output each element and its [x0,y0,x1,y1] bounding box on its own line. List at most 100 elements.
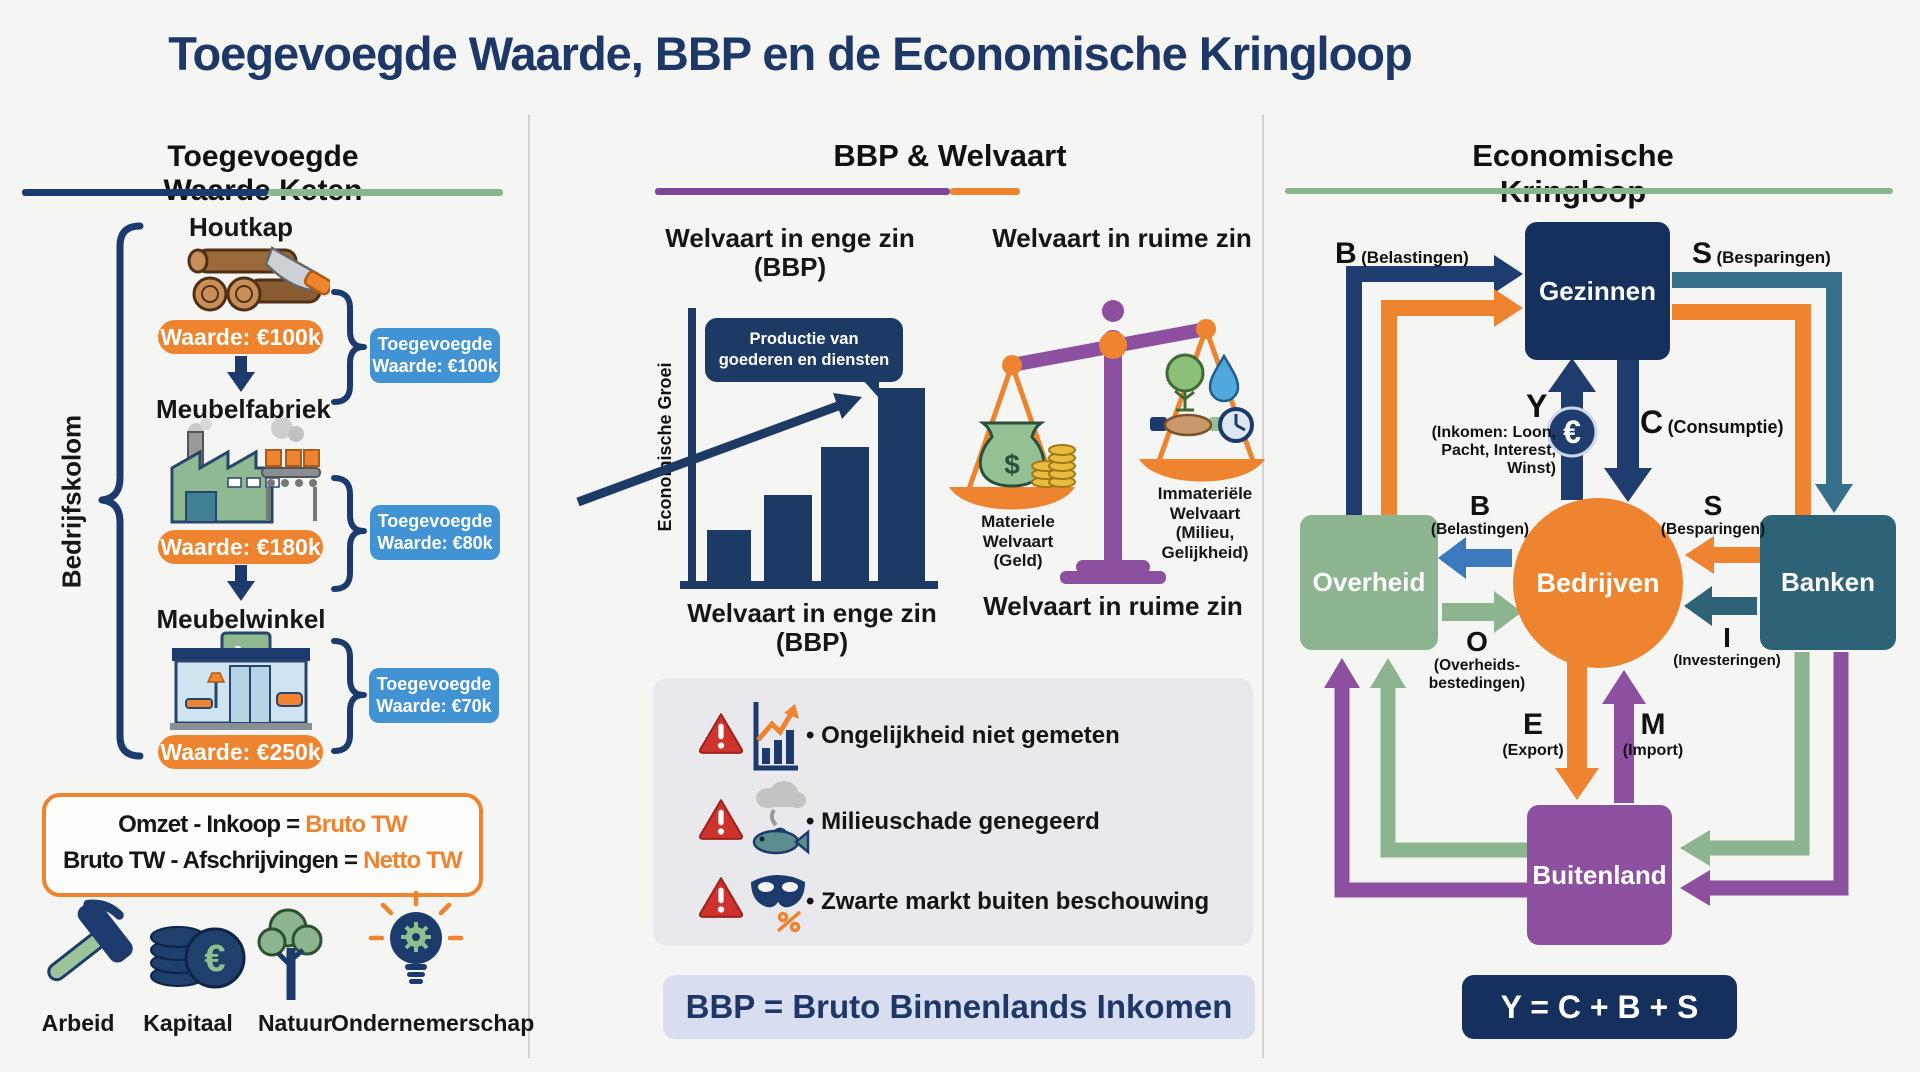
income-identity-formula: Y = C + B + S [1462,975,1737,1039]
entrepreneurship-bulb-icon [368,890,464,984]
welfare-balance-scale: $ [949,300,1265,584]
flow-desc: (Consumptie) [1667,417,1784,437]
flow-letter: O [1466,626,1488,657]
warning-3-text: • Zwarte markt buiten beschouwing [806,888,1210,915]
stage-meubelfabriek-label: Meubelfabriek [156,394,331,424]
flow-m-label: M (Import) [1610,708,1696,760]
flow-i-label: I (Investeringen) [1664,622,1790,670]
bbp-limitations-panel [653,678,1253,946]
chart-axis-label: Economische Groei [655,362,675,531]
bar-1 [707,530,751,585]
node-gezinnen: Gezinnen [1525,222,1670,360]
bar-2 [764,495,812,585]
broad-welfare-caption: Welvaart in ruime zin [983,591,1243,621]
flow-s-mid-label: S (Besparingen) [1656,490,1770,539]
flow-y-letter: Y [1526,388,1548,424]
formula-line1-highlight: Bruto TW [305,811,407,838]
bbp-income-formula: BBP = Bruto Binnenlands Inkomen [663,975,1255,1039]
tw-formula-line2: Bruto TW - Afschrijvingen = Netto TW [46,849,479,873]
meubelwinkel-value-pill: Waarde: €250k [158,735,323,769]
trend-arrow [576,401,840,507]
dollar-glyph: $ [1004,449,1020,480]
flow-desc: (Overheids- [1433,657,1521,675]
euro-glyph: € [1563,414,1581,450]
added-value-box-1: Toegevoegde Waarde: €100k [370,328,500,384]
gdp-growth-chart: Economische Groei [576,308,938,589]
left-curly-brace [98,222,144,760]
houtkap-value-pill: Waarde: €100k [158,320,323,354]
production-factors-icons: € [47,890,464,1000]
flow-desc: (Investeringen) [1673,652,1781,670]
tree-icon [1165,353,1205,412]
handshake-icon [1150,413,1226,437]
factor-kapitaal-label: Kapitaal [143,1010,233,1036]
narrow-welfare-title-line1: Welvaart in enge zin [665,223,915,253]
inequality-chart-icon [753,702,799,771]
flow-letter: B [1469,490,1491,521]
flow-letter: E [1522,708,1543,741]
column-divider-1 [528,115,530,1058]
narrow-welfare-caption: Welvaart in enge zin (BBP) [662,598,962,658]
right-curly-brace-3 [331,638,367,754]
col2-header: BBP & Welvaart [833,138,1067,173]
flow-desc: (Besparingen) [1716,248,1831,267]
right-curly-brace-1 [331,289,367,405]
node-overheid: Overheid [1300,515,1438,650]
immaterial-welfare-label: Immateriële Welvaart (Milieu, Gelijkheid… [1157,484,1253,562]
hammer-icon [47,899,133,982]
warning-triangle-icon [698,799,744,840]
logs-saw-icon [187,246,330,312]
stage-meubelwinkel-label: Meubelwinkel [156,604,326,634]
down-arrow-icon [227,356,255,392]
narrow-welfare-title: Welvaart in enge zin (BBP) [640,223,940,283]
euro-glyph: € [204,938,225,980]
flow-letter: M [1640,708,1666,741]
furniture-shop-icon [170,631,312,730]
flow-e-label: E (Export) [1494,708,1572,760]
narrow-welfare-caption-line2: (BBP) [775,627,849,658]
capital-coins-icon: € [150,926,246,989]
flow-letter: I [1723,622,1731,653]
flow-desc: (Export) [1502,741,1564,759]
flow-y-desc: (Inkomen: Loon, Pacht, Interest, Winst) [1431,424,1556,477]
flow-desc: (Belastingen) [1430,521,1530,539]
pollution-fish-icon [752,781,810,855]
factor-natuur-label: Natuur [257,1010,333,1036]
bar-3 [821,447,869,585]
flow-desc: bestedingen) [1428,674,1526,692]
col1-underline-green [268,189,503,196]
bubble-line2: goederen en diensten [718,351,890,369]
warning-2-text: • Milieuschade genegeerd [806,808,1100,835]
tw-formula-box: Omzet - Inkoop = Bruto TW Bruto TW - Afs… [42,793,483,897]
flow-letter: S [1703,490,1723,521]
left-scale-pan [949,487,1075,510]
bar-4 [878,388,925,585]
flow-desc: (Besparingen) [1660,521,1766,539]
gold-coins-icon [1031,444,1076,488]
flow-c-label: C (Consumptie) [1640,404,1784,441]
narrow-welfare-title-line2: (BBP) [753,252,827,283]
formula-line2-text: Bruto TW - Afschrijvingen = [63,847,364,874]
material-welfare-label: Materiele Welvaart (Geld) [981,512,1055,571]
col2-underline-purple [655,188,950,195]
warning-triangle-icon [698,877,744,918]
column-divider-2 [1262,115,1264,1058]
water-drop-icon [1208,353,1240,403]
brace-decorations [98,222,367,760]
added-value-box-3: Toegevoegde Waarde: €70k [369,668,499,724]
tw-formula-line1: Omzet - Inkoop = Bruto TW [46,813,479,837]
flow-letter: B [1335,237,1357,270]
flow-desc: (Belastingen) [1361,248,1469,267]
nature-tree-icon [257,908,323,1000]
col3-underline-green [1285,188,1893,194]
added-value-box-2: Toegevoegde Waarde: €80k [370,505,500,561]
factor-arbeid-label: Arbeid [41,1010,115,1036]
black-market-mask-icon [751,875,805,933]
stage-houtkap-label: Houtkap [189,212,293,242]
node-bedrijven: Bedrijven [1513,498,1683,668]
flow-o-label: O (Overheids- bestedingen) [1418,626,1536,692]
flow-desc: (Import) [1622,741,1684,759]
production-speech-bubble: Productie van goederen en diensten [705,318,903,398]
formula-line1-text: Omzet - Inkoop = [118,811,306,838]
